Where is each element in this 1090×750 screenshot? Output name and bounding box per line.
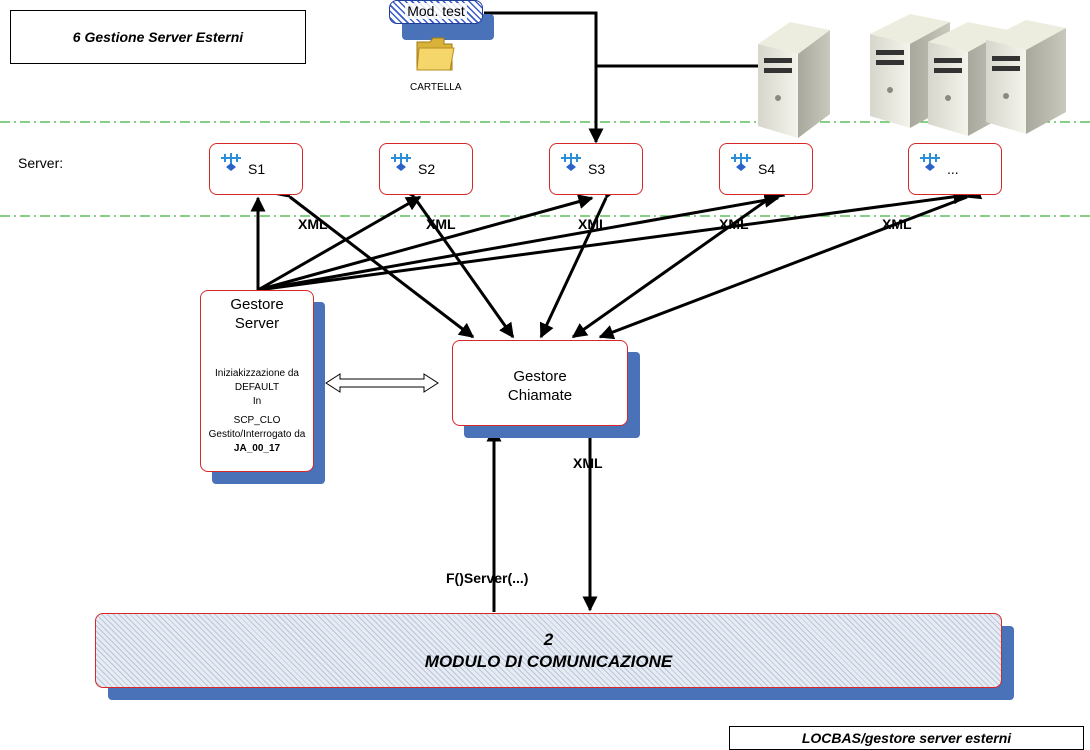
server-box-s4[interactable]: S4 [719, 143, 813, 195]
network-icon [731, 153, 751, 171]
modtest-arrow [484, 11, 604, 144]
server-label: S2 [418, 161, 436, 177]
server-tower-icon [758, 22, 830, 138]
server-label: S4 [758, 161, 776, 177]
xml-label: XML [426, 216, 456, 232]
gestore-chiamate-box[interactable]: Gestore Chiamate [452, 340, 628, 426]
modulo-number: 2 [543, 629, 554, 649]
mod-test-box[interactable]: Mod. test [389, 0, 483, 24]
xml-label: XML [298, 216, 328, 232]
host-servers [758, 14, 1066, 138]
bidirectional-arrow [325, 373, 439, 393]
gestore-server-title: Gestore Server [230, 296, 284, 332]
gestore-server-box[interactable]: Gestore Server Iniziakizzazione da DEFAU… [200, 290, 314, 472]
server-box-s1[interactable]: S1 [209, 143, 303, 195]
modulo-comunicazione-box[interactable]: 2 MODULO DI COMUNICAZIONE [95, 613, 1002, 688]
gestore-server-description: Iniziakizzazione da DEFAULT In SCP_CLO G… [208, 368, 306, 454]
gc-server-arrows [274, 181, 983, 340]
folder-label: CARTELLA [410, 82, 462, 93]
server-box-s2[interactable]: S2 [379, 143, 473, 195]
server-box-s3[interactable]: S3 [549, 143, 643, 195]
modulo-name: MODULO DI COMUNICAZIONE [424, 651, 673, 671]
gs-server-arrows [250, 189, 969, 292]
function-call-label: F()Server(...) [446, 570, 529, 586]
diagram-title: 6 Gestione Server Esterni [10, 10, 306, 64]
server-label: S1 [248, 161, 266, 177]
xml-label: XML [578, 216, 608, 232]
server-box-more[interactable]: ... [908, 143, 1002, 195]
network-icon [920, 153, 940, 171]
folder-icon [416, 37, 455, 71]
xml-label: XML [882, 216, 912, 232]
network-icon [561, 153, 581, 171]
xml-label: XML [573, 455, 603, 471]
mod-test-label: Mod. test [405, 3, 467, 19]
server-label: S3 [588, 161, 606, 177]
network-icon [391, 153, 411, 171]
gestore-chiamate-title: Gestore Chiamate [507, 368, 573, 404]
network-icon [221, 153, 241, 171]
server-tower-icon [986, 20, 1066, 134]
server-row-label: Server: [18, 155, 64, 171]
xml-label: XML [719, 216, 749, 232]
server-label: ... [947, 161, 959, 177]
